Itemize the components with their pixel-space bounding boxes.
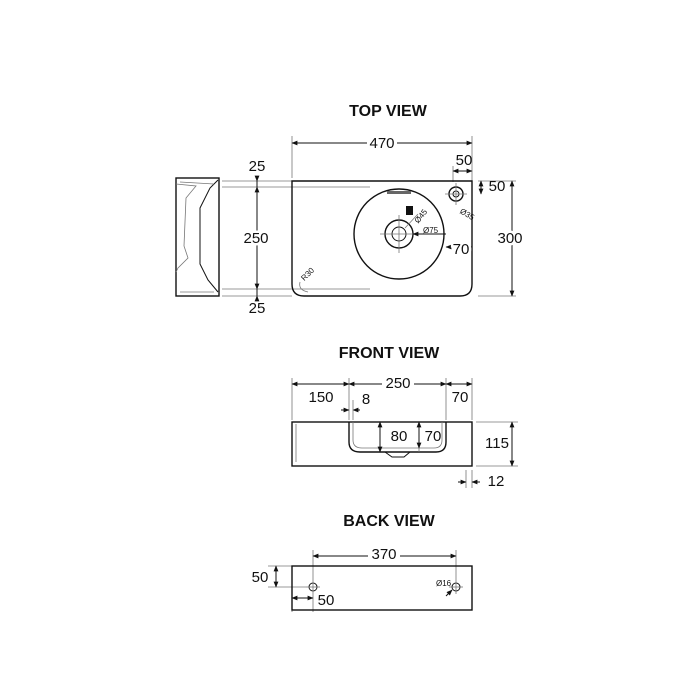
svg-text:250: 250 [243,230,268,247]
top-view: TOP VIEW R30 Ø45 Ø75 [175,103,525,317]
back-view-title: BACK VIEW [343,513,435,530]
front-bowl-outline [348,422,447,453]
back-view: BACK VIEW Ø16 370 50 50 [252,513,473,612]
back-body-outline [291,565,473,611]
basin-outline [291,180,473,297]
bowl-offset-label: 70 [453,241,470,258]
bowl-depth-label: 80 [391,428,408,445]
front-body-outline [291,421,473,467]
svg-text:300: 300 [497,230,522,247]
front-view: FRONT VIEW 250 150 70 8 80 [291,345,518,490]
top-view-side-profile [175,177,220,297]
height-label: 115 [485,435,509,452]
depth-label: 300 [497,230,522,247]
base-thickness-label: 12 [488,473,505,490]
top-view-title: TOP VIEW [349,103,428,120]
wall-label: 8 [362,391,370,408]
overflow-slot [387,191,411,194]
tap-hole-dia-label: Ø35 [458,207,476,223]
inner-offset-label: 70 [425,428,442,445]
bowl-width-label: 250 [385,375,410,392]
left-offset-label: 150 [308,389,333,406]
tap-offset-y-label: 50 [489,178,506,195]
front-waste [384,451,411,458]
inner-depth-label: 250 [243,230,268,247]
edge-bottom-label: 25 [249,300,266,317]
waste-marker [406,206,413,215]
hole-height-label: 50 [252,569,269,586]
front-view-title: FRONT VIEW [339,345,440,362]
tap-offset-x-label: 50 [456,152,473,169]
edge-top-label: 25 [249,158,266,175]
overall-width-label: 470 [369,135,394,152]
corner-radius-label: R30 [299,265,316,282]
hole-offset-label: 50 [318,592,335,609]
fixing-hole-dia-label: Ø16 [436,579,452,588]
hole-spacing-label: 370 [371,546,396,563]
bowl-dia-label: Ø75 [423,226,439,235]
right-offset-label: 70 [452,389,469,406]
waste-dia-label: Ø45 [413,207,430,225]
svg-text:70: 70 [453,241,470,258]
